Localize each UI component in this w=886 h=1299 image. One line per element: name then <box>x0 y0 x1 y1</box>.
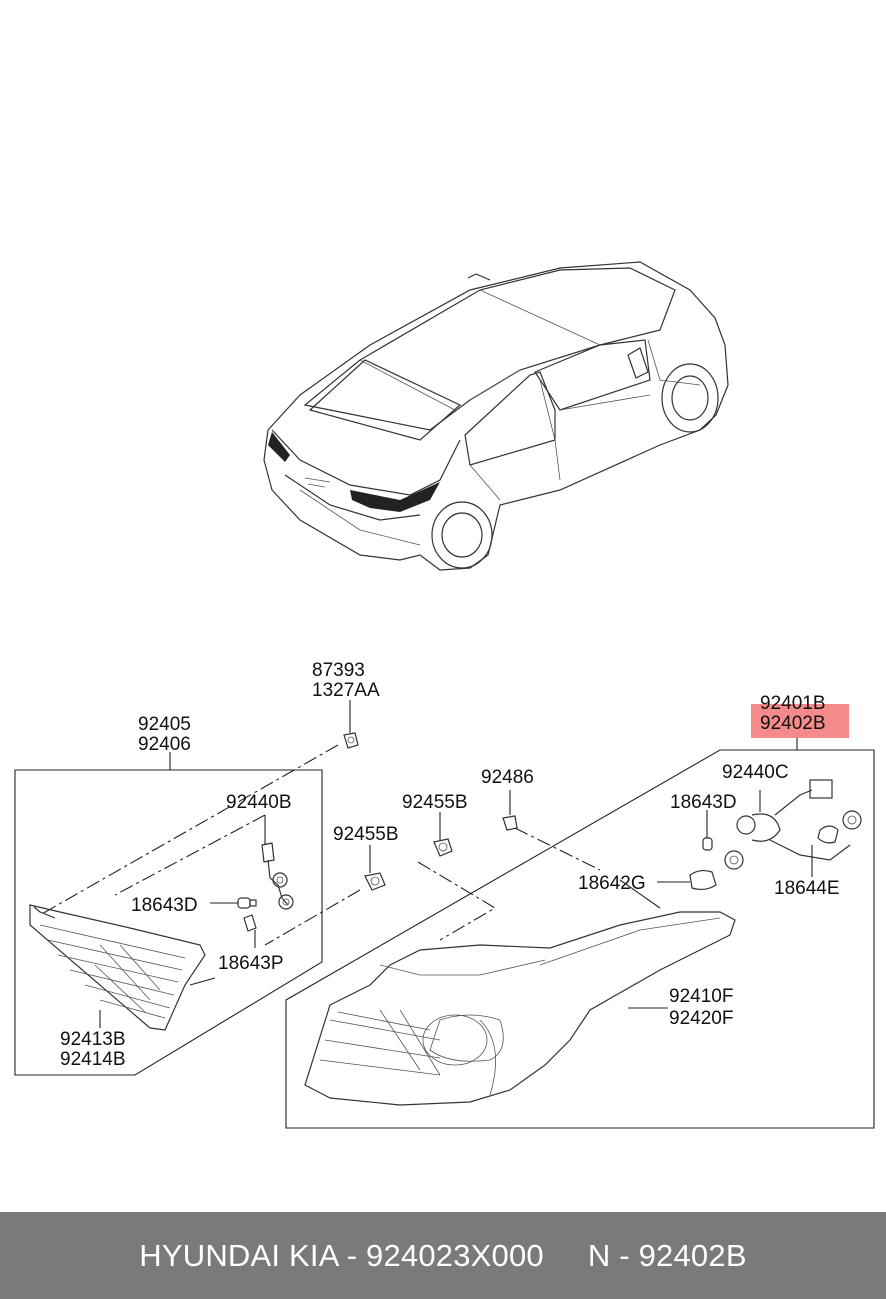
footer-code: N - 92402B <box>587 1237 747 1273</box>
label-92414B: 92414B <box>60 1049 126 1070</box>
label-92455B-right: 92455B <box>402 792 468 813</box>
socket-92440B <box>261 842 294 910</box>
grommet-92455B-b <box>417 812 497 941</box>
label-18644E: 18644E <box>774 878 840 899</box>
bulb-18643D-right <box>702 837 713 851</box>
label-1327AA: 1327AA <box>312 680 380 701</box>
bulb-18643D-left <box>237 897 257 909</box>
label-18642G: 18642G <box>578 873 646 894</box>
bulb-18643P <box>243 914 257 932</box>
clip-87393 <box>343 700 359 749</box>
inner-lamp-group <box>14 744 361 1076</box>
screw-92486 <box>502 790 601 871</box>
label-92420F: 92420F <box>669 1008 733 1029</box>
parts-diagram: 87393 1327AA 92405 92406 92401B 92402B 9… <box>14 261 875 1129</box>
label-92401B: 92401B <box>760 693 826 714</box>
outer-lamp-part <box>304 911 736 1106</box>
grommet-92455B-a <box>364 845 386 891</box>
label-18643P: 18643P <box>218 953 284 974</box>
label-92410F: 92410F <box>669 986 733 1007</box>
label-92455B-left: 92455B <box>333 824 399 845</box>
bulb-18642G <box>689 850 744 891</box>
car-illustration <box>263 261 729 571</box>
outer-lamp-group <box>285 738 875 1129</box>
label-92486: 92486 <box>481 767 534 788</box>
footer-bar: HYUNDAI KIA - 924023X000 N - 92402B <box>0 1212 886 1299</box>
highlight-box <box>751 704 849 738</box>
label-87393: 87393 <box>312 660 365 681</box>
label-92405: 92405 <box>138 714 191 735</box>
label-92402B: 92402B <box>760 713 826 734</box>
label-92440B: 92440B <box>226 792 292 813</box>
label-18643D-left: 18643D <box>131 895 198 916</box>
label-92440C: 92440C <box>722 762 789 783</box>
part-labels: 87393 1327AA 92405 92406 92401B 92402B 9… <box>60 660 840 1070</box>
footer-part-number: HYUNDAI KIA - 924023X000 <box>139 1237 544 1273</box>
label-92406: 92406 <box>138 734 191 755</box>
label-92413B: 92413B <box>60 1029 126 1050</box>
label-18643D-right: 18643D <box>670 792 737 813</box>
socket-92440C <box>736 779 862 861</box>
inner-lamp-frame <box>14 769 323 1076</box>
inner-lamp-part <box>29 904 206 1031</box>
